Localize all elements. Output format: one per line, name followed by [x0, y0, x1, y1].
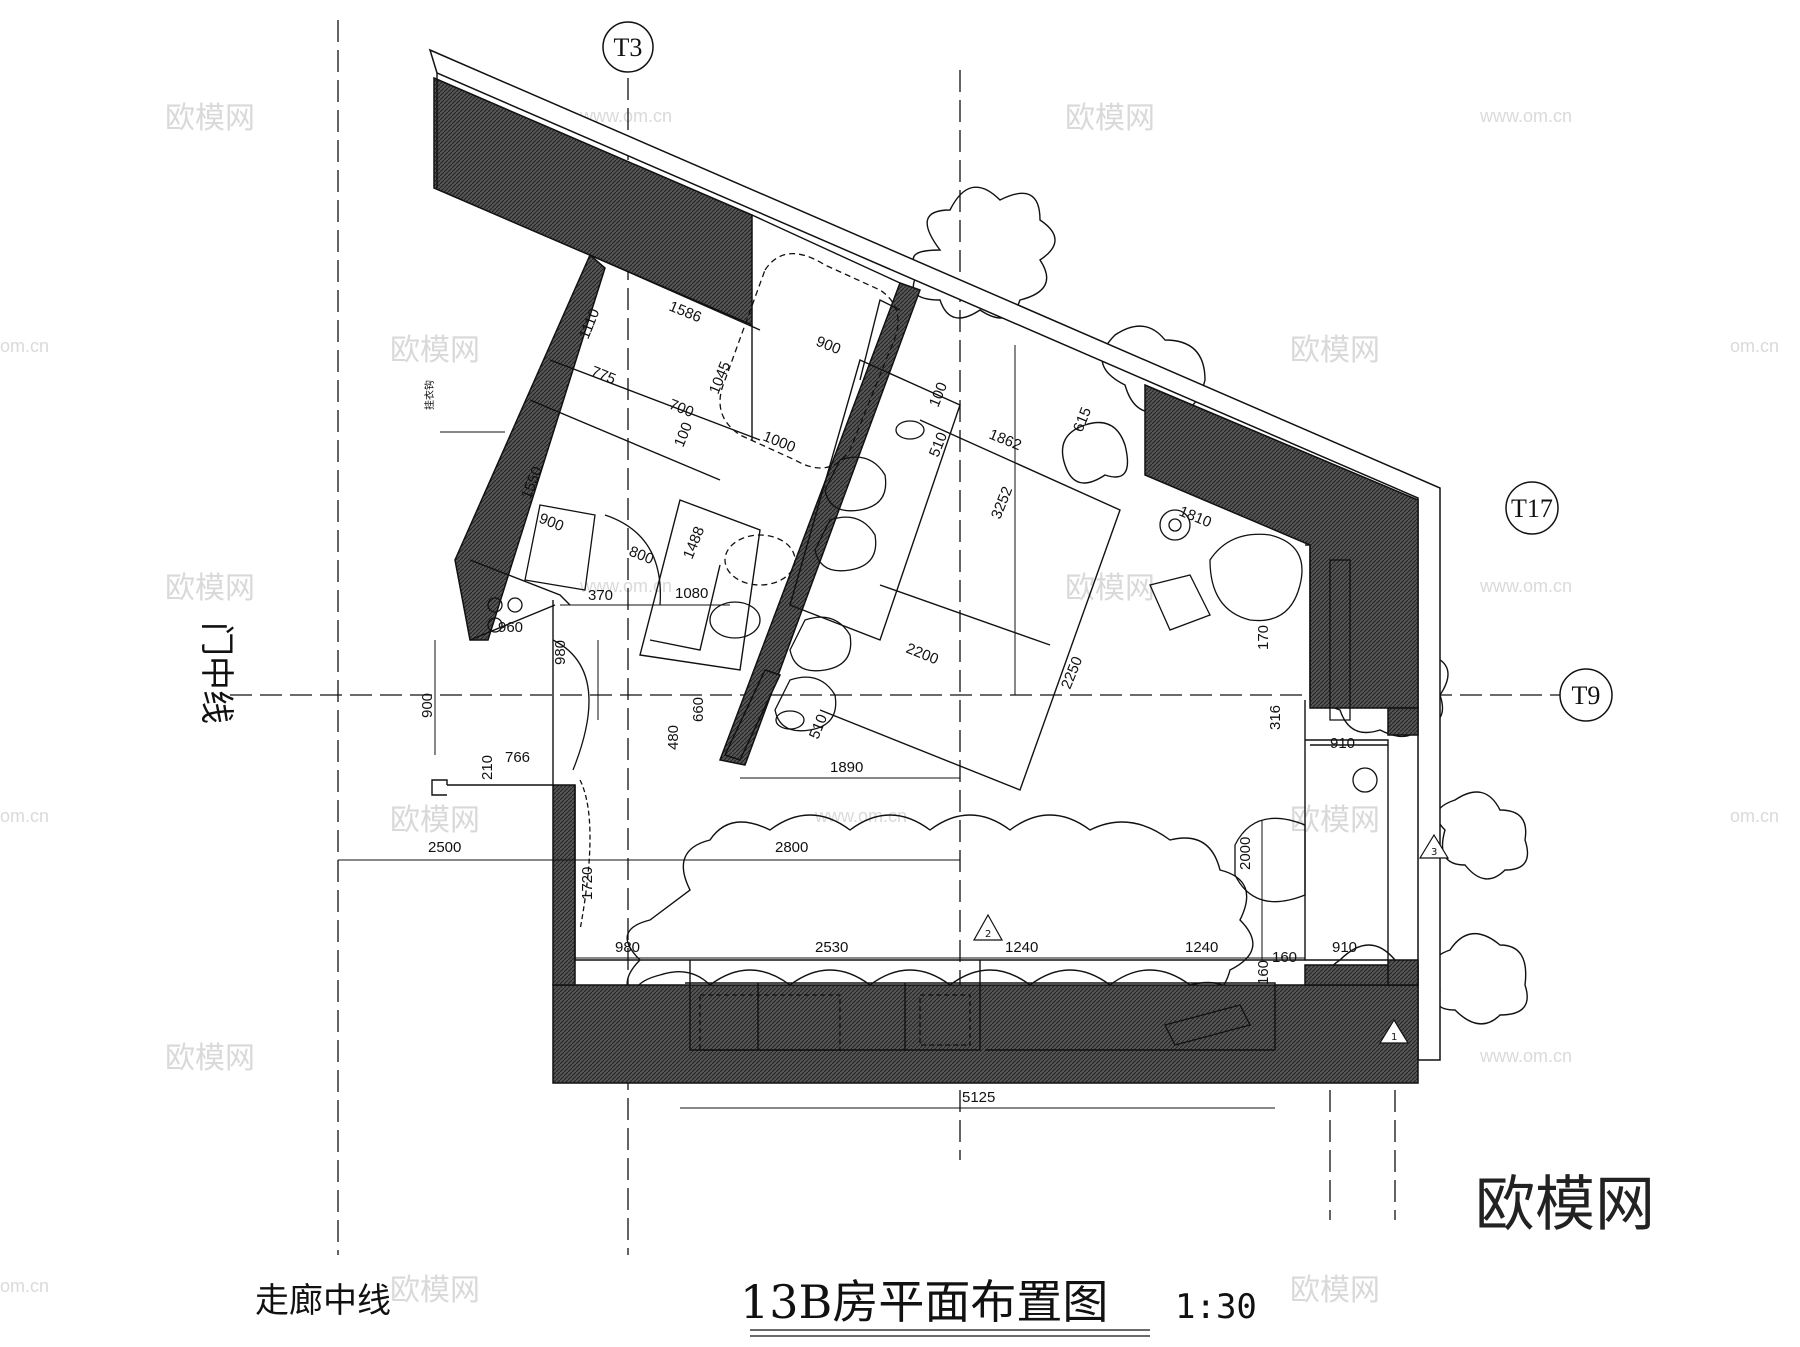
revision-mark-2: 2 [985, 929, 991, 940]
watermark-url: www.om.cn [814, 806, 907, 826]
drawing-scale: 1:30 [1175, 1287, 1257, 1327]
dim-label: 700 [667, 396, 697, 421]
dim-label: 900 [419, 693, 436, 718]
watermark-text: 欧模网 [165, 571, 255, 606]
axis-label-t3: T3 [614, 33, 643, 62]
watermark-text: 欧模网 [1290, 803, 1380, 838]
dim-label: 170 [1255, 625, 1272, 650]
door-centerline-label: 门中线 [196, 622, 236, 724]
dim-label: 370 [588, 587, 613, 604]
watermark-url: www.om.cn [579, 106, 672, 126]
hanger-note: 挂衣钩 [423, 380, 436, 410]
watermark-text: 欧模网 [1065, 101, 1155, 136]
dimension-lines [338, 345, 1305, 1109]
axis-label-t9: T9 [1572, 681, 1601, 710]
dim-label: 660 [690, 697, 707, 722]
revision-mark-1: 1 [1391, 1032, 1397, 1043]
dim-label: 5125 [962, 1089, 995, 1106]
watermark-url: om.cn [1730, 336, 1779, 356]
dim-label: 980 [615, 939, 640, 956]
dim-label: 510 [806, 712, 831, 742]
watermark-text: 欧模网 [165, 1041, 255, 1076]
watermark-text: 欧模网 [1065, 571, 1155, 606]
dim-label: 1862 [987, 426, 1024, 454]
watermark-url: www.om.cn [1479, 576, 1572, 596]
walls [428, 48, 1441, 1084]
dim-label: 960 [498, 619, 523, 636]
watermark-text: 欧模网 [165, 101, 255, 136]
watermark-text: 欧模网 [390, 333, 480, 368]
watermark-url: om.cn [1730, 806, 1779, 826]
dim-label: 1720 [579, 867, 596, 900]
watermark-text: 欧模网 [1290, 1273, 1380, 1308]
dim-label: 1045 [706, 359, 734, 396]
drawing-title: 13B房平面布置图 [740, 1275, 1108, 1329]
dim-label: 2530 [815, 939, 848, 956]
watermark-url: om.cn [0, 336, 49, 356]
dim-label: 100 [671, 420, 696, 450]
drawing-title-block: 13B房平面布置图 1:30 [740, 1275, 1257, 1337]
watermark-url: www.om.cn [1479, 1046, 1572, 1066]
watermark-url: www.om.cn [1479, 106, 1572, 126]
axis-label-t17: T17 [1511, 494, 1553, 523]
watermark-text: 欧模网 [390, 803, 480, 838]
dim-label: 615 [1070, 405, 1095, 435]
dim-label: 766 [505, 749, 530, 766]
dim-label: 900 [814, 333, 844, 358]
watermark-text: 欧模网 [1290, 333, 1380, 368]
watermark-layer: 欧模网 www.om.cn 欧模网 www.om.cn om.cn 欧模网 欧模… [0, 101, 1779, 1308]
dim-label: 100 [926, 380, 951, 410]
dim-label: 3252 [988, 484, 1016, 521]
watermark-url: om.cn [0, 806, 49, 826]
dim-label: 480 [665, 725, 682, 750]
revision-marks: 2 3 1 [972, 833, 1450, 1044]
dim-label: 910 [1332, 939, 1357, 956]
axis-markers: T3 T17 T9 [602, 21, 1613, 722]
dim-label: 160 [1255, 960, 1272, 985]
dim-label: 510 [926, 430, 951, 460]
dim-label: 1240 [1185, 939, 1218, 956]
dim-label: 2800 [775, 839, 808, 856]
dim-label: 1000 [761, 428, 798, 456]
dim-label: 1240 [1005, 939, 1038, 956]
dim-label: 2200 [904, 640, 941, 668]
fixtures [487, 252, 1378, 1051]
dim-label: 900 [537, 510, 567, 535]
dim-label: 800 [627, 543, 657, 568]
dim-label: 1890 [830, 759, 863, 776]
dim-label: 1080 [675, 585, 708, 602]
dim-label: 2250 [1058, 654, 1086, 691]
dim-label: 910 [1330, 735, 1355, 752]
watermark-url: www.om.cn [579, 576, 672, 596]
dim-label: 980 [552, 640, 569, 665]
revision-mark-3: 3 [1431, 847, 1437, 858]
site-logo: 欧模网 [1475, 1170, 1655, 1240]
watermark-text: 欧模网 [390, 1273, 480, 1308]
dim-label: 2500 [428, 839, 461, 856]
dim-label: 1488 [680, 524, 708, 561]
corridor-centerline-label: 走廊中线 [255, 1281, 391, 1321]
dim-label: 316 [1267, 705, 1284, 730]
dim-label: 2000 [1237, 837, 1254, 870]
watermark-url: om.cn [0, 1276, 49, 1296]
dim-label: 210 [479, 755, 496, 780]
dim-label: 1810 [1177, 503, 1214, 531]
